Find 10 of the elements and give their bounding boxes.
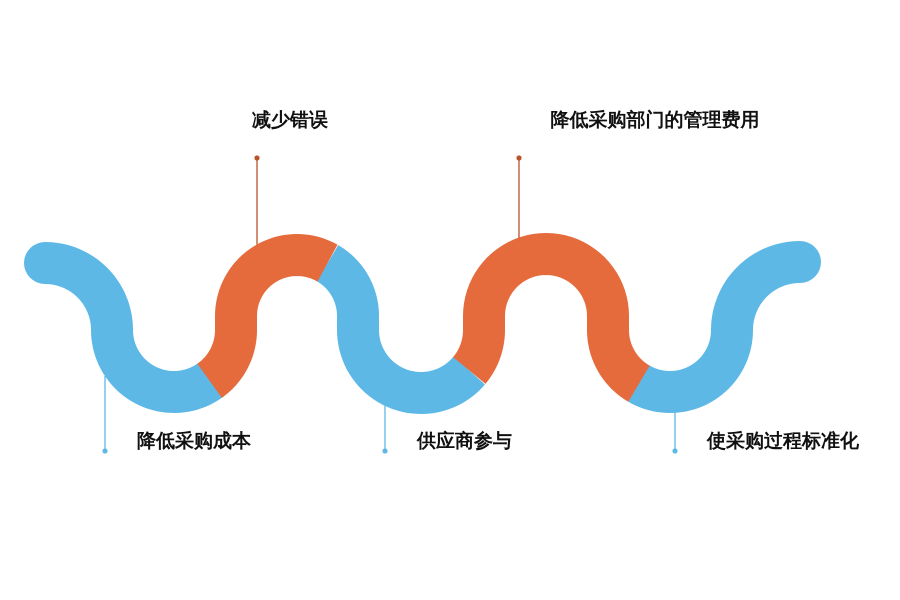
- leader-line: [254, 155, 260, 244]
- leader-line: [102, 376, 108, 454]
- leader-line: [672, 412, 678, 454]
- leader-line: [382, 406, 388, 454]
- leader-line: [516, 155, 522, 238]
- label-text: 使采购过程标准化: [671, 429, 881, 455]
- label-text: 降低采购部门的管理费用: [500, 108, 810, 162]
- label-text: 降低采购成本: [101, 429, 301, 455]
- label-text: 供应商参与: [381, 429, 581, 455]
- label-text: 减少错误: [200, 108, 380, 162]
